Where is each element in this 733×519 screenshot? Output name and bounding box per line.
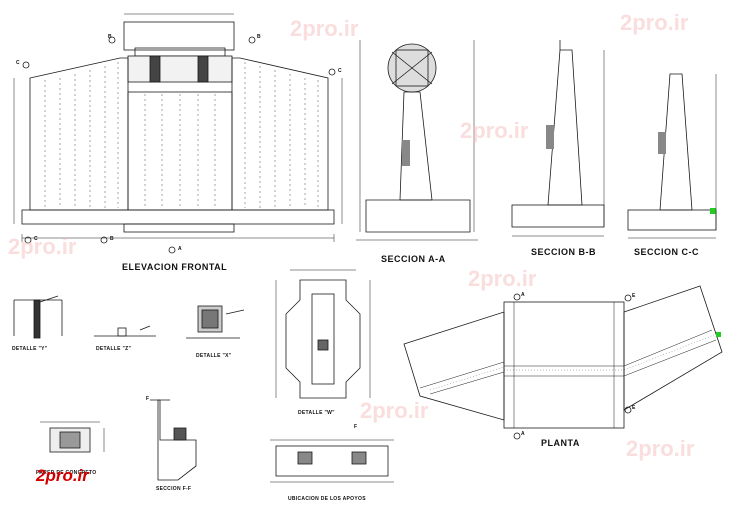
detalle-x-drawing bbox=[186, 305, 245, 339]
watermark-text: 2pro.ir bbox=[8, 234, 77, 259]
watermark-text: 2pro.ir bbox=[626, 436, 695, 461]
label-detalle-w: DETALLE "W" bbox=[298, 410, 335, 416]
watermark-text: 2pro.ir bbox=[360, 398, 429, 423]
label-detalle-y: DETALLE "Y" bbox=[12, 346, 48, 352]
title-seccion-bb: SECCION B-B bbox=[531, 247, 597, 257]
seccion-ff-drawing bbox=[150, 399, 197, 481]
pared-concreto-drawing bbox=[40, 421, 105, 453]
marker-c: C bbox=[338, 68, 342, 74]
marker-b: B bbox=[257, 34, 261, 40]
title-seccion-aa: SECCION A-A bbox=[381, 254, 446, 264]
elevacion-frontal-drawing bbox=[13, 13, 343, 254]
marker-e: E bbox=[632, 405, 636, 411]
seccion-cc-drawing bbox=[627, 73, 717, 239]
marker-a: A bbox=[178, 246, 182, 252]
label-ubicacion-apoyos: UBICACION DE LOS APOYOS bbox=[288, 496, 366, 502]
watermark-text: 2pro.ir bbox=[468, 266, 537, 291]
title-planta: PLANTA bbox=[541, 438, 580, 448]
detalle-y-drawing bbox=[13, 295, 63, 339]
label-pared-concreto: PARED DE CONCRETO bbox=[36, 470, 97, 476]
site-logo: 2pro.ir bbox=[36, 466, 89, 485]
title-seccion-cc: SECCION C-C bbox=[634, 247, 700, 257]
marker-a: A bbox=[521, 292, 525, 298]
ubicacion-apoyos-drawing bbox=[270, 439, 394, 483]
watermark-text: 2pro.ir bbox=[460, 118, 529, 143]
seccion-bb-drawing bbox=[511, 40, 605, 237]
title-elevacion-frontal: ELEVACION FRONTAL bbox=[122, 262, 228, 272]
marker-a: A bbox=[521, 431, 525, 437]
detalle-w-drawing bbox=[275, 269, 371, 399]
marker-b: B bbox=[110, 236, 114, 242]
label-detalle-x: DETALLE "X" bbox=[196, 353, 232, 359]
label-detalle-z: DETALLE "Z" bbox=[96, 346, 132, 352]
watermark-text: 2pro.ir bbox=[620, 10, 689, 35]
detalle-z-drawing bbox=[94, 325, 156, 337]
marker-f: F bbox=[354, 424, 358, 430]
marker-c: C bbox=[34, 236, 38, 242]
marker-e: E bbox=[632, 293, 636, 299]
marker-c: C bbox=[16, 60, 20, 66]
watermark-text: 2pro.ir bbox=[290, 16, 359, 41]
seccion-aa-drawing bbox=[356, 40, 478, 241]
label-seccion-ff: SECCION F-F bbox=[156, 486, 192, 492]
marker-f: F bbox=[146, 396, 150, 402]
planta-drawing bbox=[403, 285, 723, 440]
marker-b: B bbox=[108, 34, 112, 40]
